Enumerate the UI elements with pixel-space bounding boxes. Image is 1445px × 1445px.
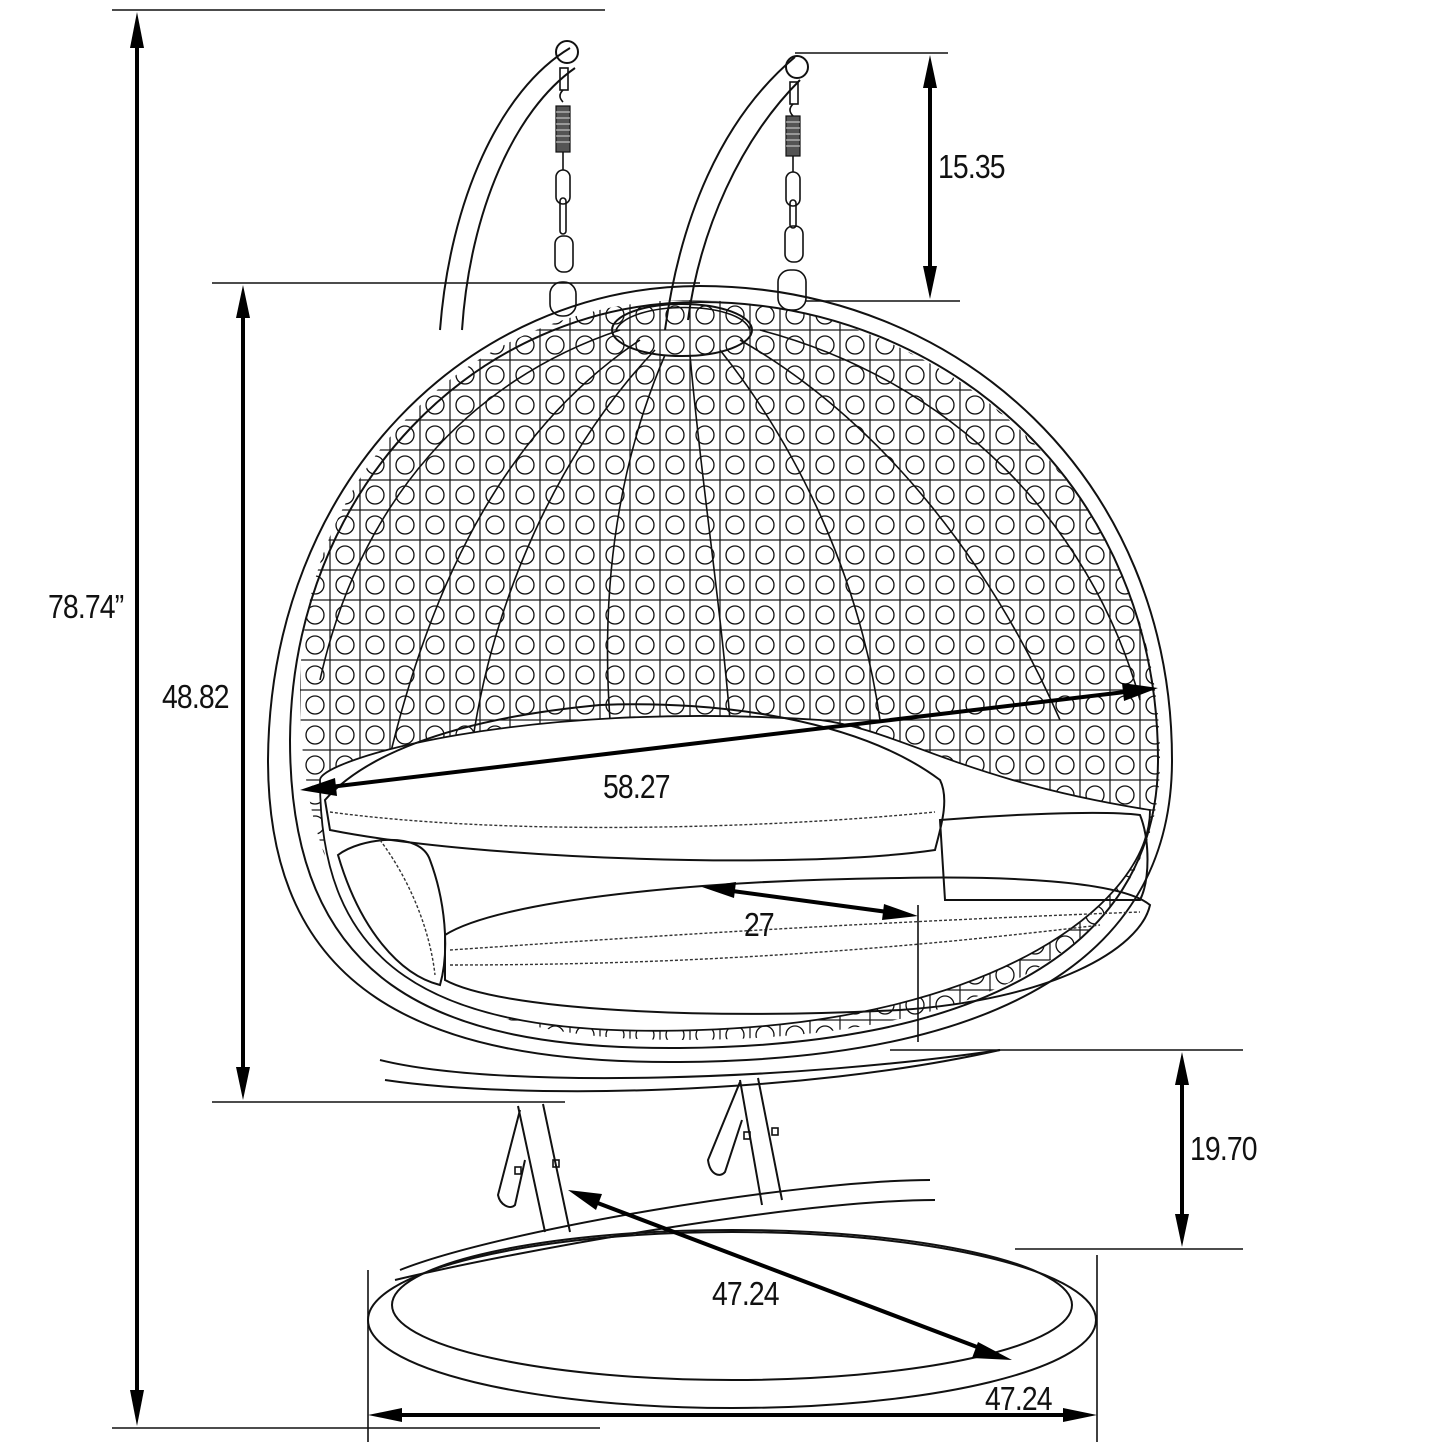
stand-arc-right [664,56,801,331]
egg-width-label: 58.27 [603,768,671,805]
base-width-label: 47.24 [985,1380,1053,1417]
dimension-hanger-drop [795,52,960,302]
dimension-seat-clearance [890,1049,1243,1250]
dimension-seat-depth [702,882,919,1042]
base-depth-label: 47.24 [712,1275,780,1312]
seat-depth-label: 27 [744,906,775,943]
hanging-hook-right [777,55,809,311]
egg-basket [266,284,1174,1093]
stand-arc-left [439,47,576,331]
overall-height-label: 78.74” [48,588,124,625]
hanger-drop-label: 15.35 [938,148,1006,185]
back-cushion [323,703,1149,901]
egg-height-label: 48.82 [162,678,230,715]
dimension-egg-width [300,683,1158,796]
dimension-base-width [367,1255,1098,1442]
dimension-base-depth [568,1190,1012,1360]
seat-clearance-label: 19.70 [1190,1130,1258,1167]
hanging-hook-left [549,40,579,317]
seat-cushion [444,876,1152,1015]
dimension-egg-height [212,282,700,1103]
base-stand [367,1077,1097,1409]
dimension-overall-height [112,9,605,1429]
